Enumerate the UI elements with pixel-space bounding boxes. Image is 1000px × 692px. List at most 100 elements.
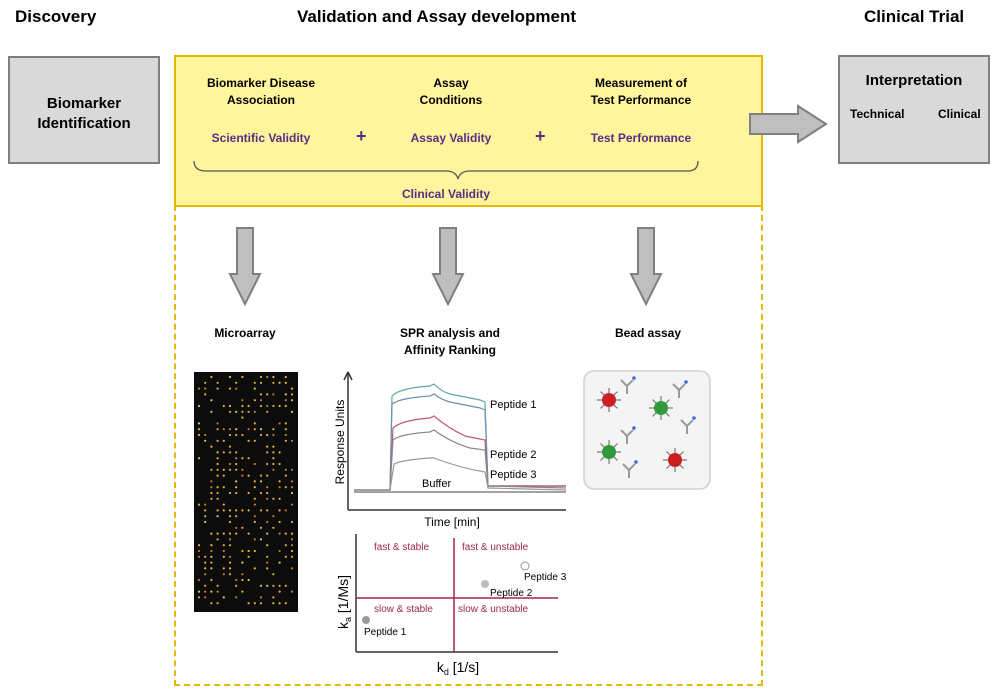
microarray-spot [284,404,287,408]
microarray-spot [290,410,294,413]
microarray-spot [204,509,207,512]
microarray-spot [222,509,225,512]
plus-sign-1: + [356,126,367,146]
microarray-spot [290,555,294,558]
microarray-spot [235,457,238,460]
microarray-spot [235,428,238,431]
quadrant-fast-stable: fast & stable [374,542,429,553]
spr-curve-peptide3 [354,429,567,491]
microarray-spot [266,509,269,512]
microarray-spot [235,596,238,599]
microarray-spot [241,416,244,419]
point-label-peptide1: Peptide 1 [364,627,407,638]
microarray-spot [266,462,269,466]
microarray-spot [197,590,201,593]
stage-title-validation: Validation and Assay development [297,7,577,26]
microarray-spot [272,433,275,437]
microarray-spot [228,544,232,547]
microarray-spot [204,520,207,524]
label-marker [632,426,636,430]
microarray-spot [284,381,287,384]
microarray-spot [259,584,263,587]
microarray-spot [266,491,269,495]
microarray-spot [290,387,294,390]
microarray-spot [222,567,225,570]
microarray-spot [259,491,263,495]
microarray-spot [197,387,201,390]
quadrant-fast-unstable: fast & unstable [462,542,529,553]
microarray-spot [241,404,244,408]
microarray-spot [290,590,294,593]
microarray-spot [241,410,244,413]
microarray-spot [235,462,238,466]
microarray-spot [204,561,207,564]
microarray-spot [235,515,238,518]
microarray-spot [266,486,269,489]
microarray-spot [222,544,225,547]
microarray-spot [266,497,269,500]
microarray-spot [222,503,225,506]
microarray-spot [284,393,287,396]
microarray-spot [284,555,287,558]
microarray-spot [228,509,232,512]
microarray-spot [266,561,269,564]
right-arrow-icon [749,104,828,144]
microarray-spot [266,520,269,524]
microarray-spot [253,520,256,524]
microarray-spot [272,602,275,605]
col2-title-line2: Conditions [419,93,483,107]
microarray-spot [272,381,275,384]
microarray-spot [235,387,238,390]
microarray-spot [284,509,287,512]
microarray-spot [247,578,250,582]
col1-title-line2: Association [226,93,295,107]
microarray-spot [222,596,225,599]
spr-curve-peptide2 [354,415,566,491]
microarray-spot [272,468,275,471]
microarray-spot [247,555,250,558]
microarray-spot [235,480,238,483]
microarray-spot [235,486,238,489]
microarray-spot [235,526,238,529]
microarray-spot [210,480,213,483]
microarray-spot [210,410,213,413]
microarray-spot [253,497,256,500]
bead-assay-label: Bead assay [614,326,682,340]
microarray-spot [247,509,250,512]
microarray-spot [290,532,294,535]
discovery-line1: Biomarker [46,95,122,112]
antibody [680,419,694,434]
spr-label-peptide2: Peptide 2 [490,449,536,461]
bead-assay-image [583,370,711,490]
discovery-line2: Identification [37,115,131,132]
microarray-spot [266,445,269,448]
microarray-spot [210,590,213,593]
spr-x-label: Time [min] [424,515,480,529]
microarray-spot [272,497,275,500]
microarray-spot [216,428,219,431]
microarray-spot [278,462,281,466]
affinity-chart: fast & stable fast & unstable slow & sta… [336,534,567,677]
microarray-spot [228,567,232,570]
microarray-spot [216,532,219,535]
microarray-spot [228,515,232,518]
microarray-spot [247,532,250,535]
microarray-spot [222,549,225,553]
col1-title: Biomarker Disease Association [186,75,336,109]
microarray-spot [228,555,232,558]
microarray-spot [266,544,269,547]
microarray-spot [210,486,213,489]
microarray-spot [241,375,244,379]
microarray-spot [197,433,201,437]
down-arrow-icon [228,227,262,307]
microarray-spot [253,410,256,413]
spr-y-label: Response Units [333,400,347,485]
spr-curve-peptide1b [354,393,566,491]
microarray-spot [222,468,225,471]
microarray-spot [216,497,219,500]
validity-panel: Biomarker Disease Association Assay Cond… [174,55,763,207]
microarray-spot [272,573,275,576]
microarray-spot [284,468,287,471]
microarray-spot [228,410,232,413]
microarray-spot [235,381,238,384]
